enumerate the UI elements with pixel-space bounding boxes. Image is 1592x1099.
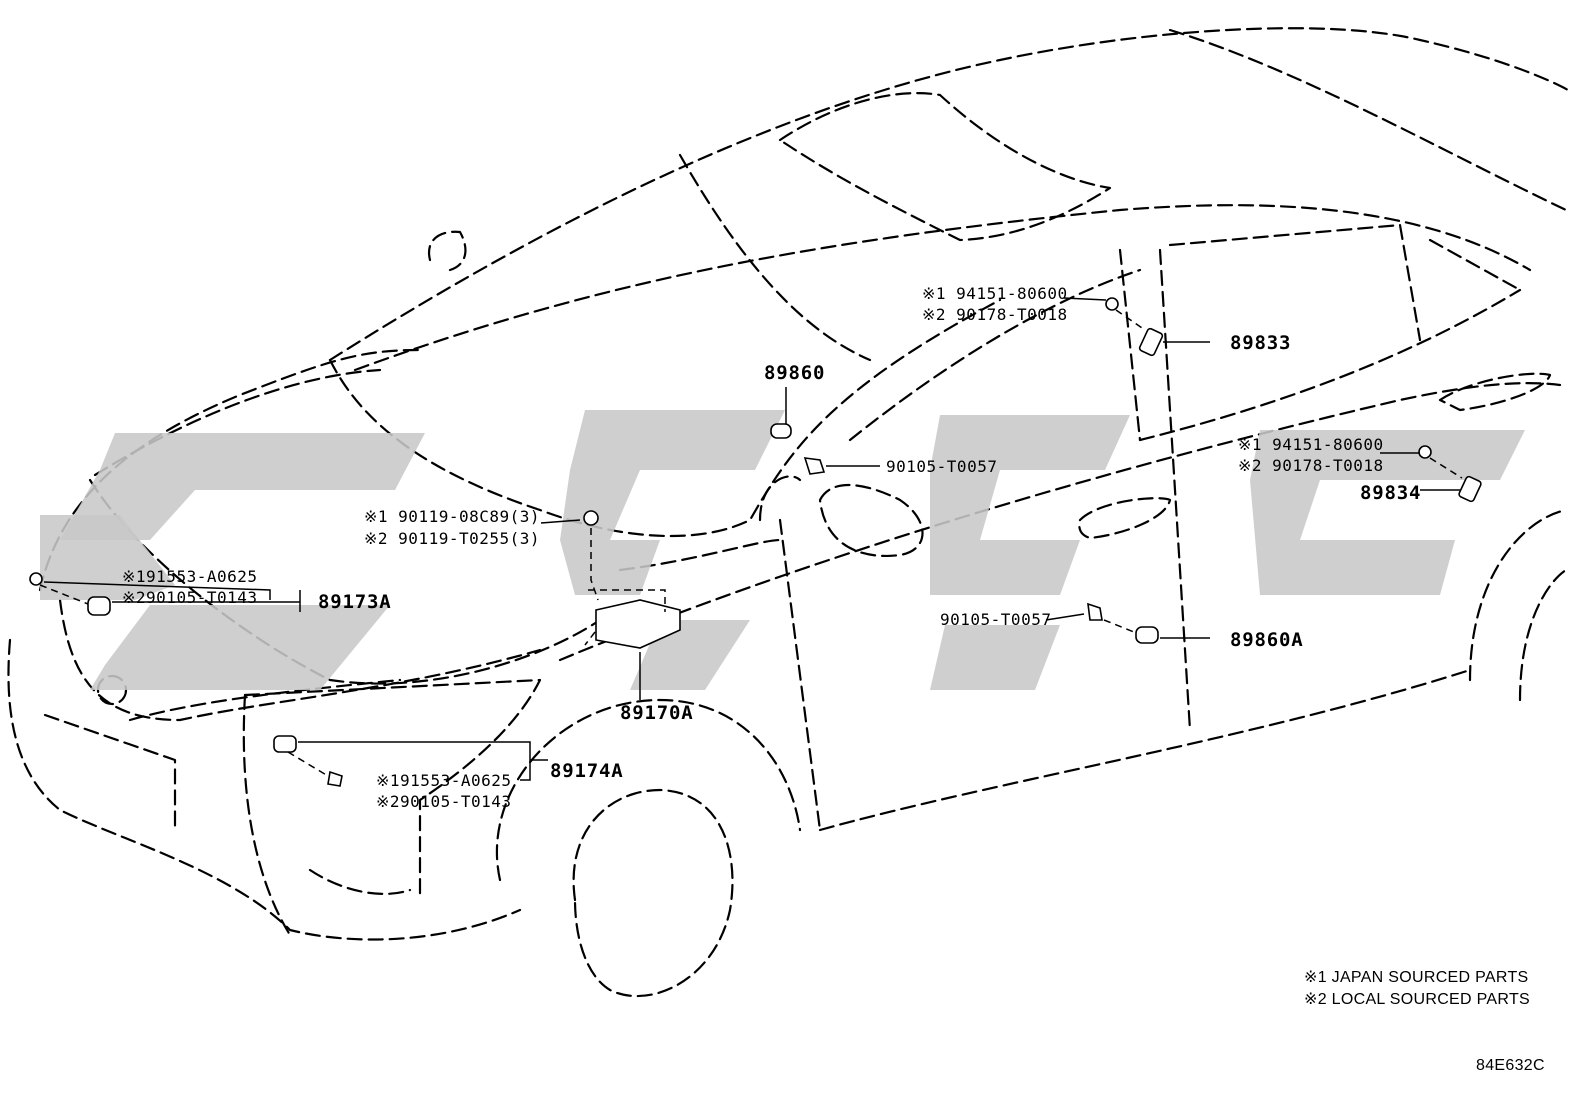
front-wheel bbox=[572, 788, 734, 998]
figure-code: 84E632C bbox=[1476, 1057, 1545, 1074]
bolt-front-right bbox=[327, 770, 343, 787]
legend-local-sourced: ※2 LOCAL SOURCED PARTS bbox=[1304, 991, 1530, 1008]
part-label-upper-japan: ※1 94151-80600 bbox=[922, 284, 1068, 303]
sensor-89860a bbox=[1135, 626, 1159, 644]
part-label-90105-t0057-door: 90105-T0057 bbox=[940, 610, 1052, 629]
nut-upper bbox=[1105, 297, 1119, 311]
part-label-89860a: 89860A bbox=[1230, 629, 1304, 651]
part-label-front-left-local: ※290105-T0143 bbox=[122, 588, 258, 607]
bolt-front-left bbox=[29, 572, 43, 586]
side-mirror bbox=[818, 483, 924, 557]
watermark bbox=[40, 410, 1525, 690]
part-label-upper-local: ※2 90178-T0018 bbox=[922, 305, 1068, 324]
side-sensor-89833 bbox=[1138, 327, 1164, 357]
part-label-front-left-japan: ※191553-A0625 bbox=[122, 567, 258, 586]
part-label-89174a: 89174A bbox=[550, 760, 624, 782]
part-label-89833: 89833 bbox=[1230, 332, 1292, 354]
sensor-89173a bbox=[87, 596, 111, 616]
bolt-90105-door bbox=[1087, 602, 1103, 621]
part-label-89173a: 89173A bbox=[318, 591, 392, 613]
part-label-rear-japan: ※1 94151-80600 bbox=[1238, 435, 1384, 454]
part-label-rear-local: ※2 90178-T0018 bbox=[1238, 456, 1384, 475]
side-sensor-89834 bbox=[1458, 475, 1482, 503]
part-label-ecu-local: ※2 90119-T0255(3) bbox=[364, 529, 541, 548]
part-label-front-right-local: ※290105-T0143 bbox=[376, 792, 512, 811]
ecu-bolt bbox=[583, 510, 599, 526]
part-label-89860: 89860 bbox=[764, 362, 826, 384]
crash-sensor-89860 bbox=[770, 423, 792, 439]
airbag-ecu-89170a bbox=[595, 599, 681, 649]
part-label-front-right-japan: ※191553-A0625 bbox=[376, 771, 512, 790]
part-label-90105-t0057-mirror: 90105-T0057 bbox=[886, 457, 998, 476]
part-label-ecu-japan: ※1 90119-08C89(3) bbox=[364, 507, 541, 526]
nut-rear bbox=[1418, 445, 1432, 459]
roof-outline bbox=[328, 27, 1570, 362]
part-label-89834: 89834 bbox=[1360, 482, 1422, 504]
sunroof-outline bbox=[778, 92, 1112, 242]
legend-japan-sourced: ※1 JAPAN SOURCED PARTS bbox=[1304, 969, 1529, 986]
part-label-89170a: 89170A bbox=[620, 702, 694, 724]
bolt-90105-mirror bbox=[803, 457, 826, 475]
sensor-89174a bbox=[273, 735, 297, 753]
